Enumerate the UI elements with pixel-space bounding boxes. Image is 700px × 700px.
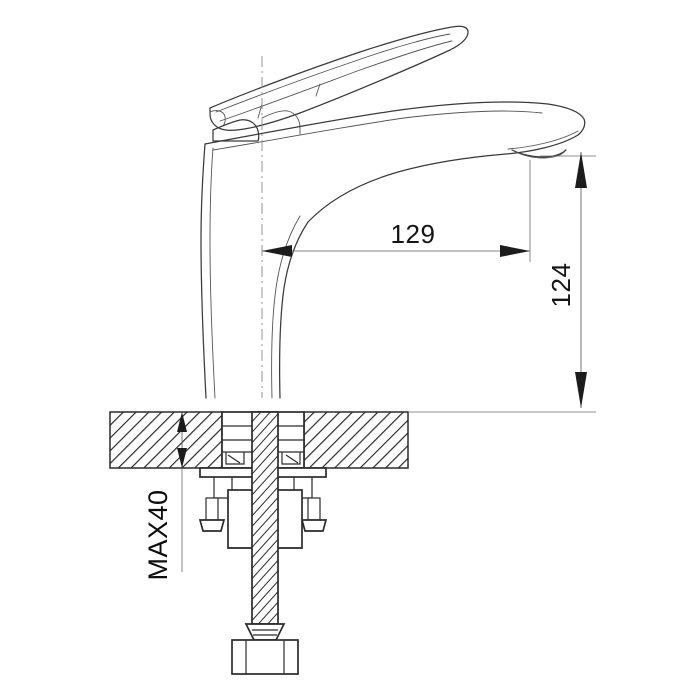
dimension-label-max40: MAX40: [143, 489, 173, 580]
hose-coupling: [231, 623, 299, 675]
handle-base: [212, 110, 301, 142]
dimension-129: [262, 160, 531, 262]
dimension-label-124: 124: [546, 263, 576, 308]
spout-body: [204, 101, 586, 223]
dimension-124: [540, 152, 596, 408]
lever-handle: [209, 25, 469, 131]
threaded-shank: [251, 411, 279, 625]
dimension-label-129: 129: [391, 219, 436, 249]
faucet-column: [200, 143, 309, 399]
dimension-max40: [177, 412, 187, 572]
